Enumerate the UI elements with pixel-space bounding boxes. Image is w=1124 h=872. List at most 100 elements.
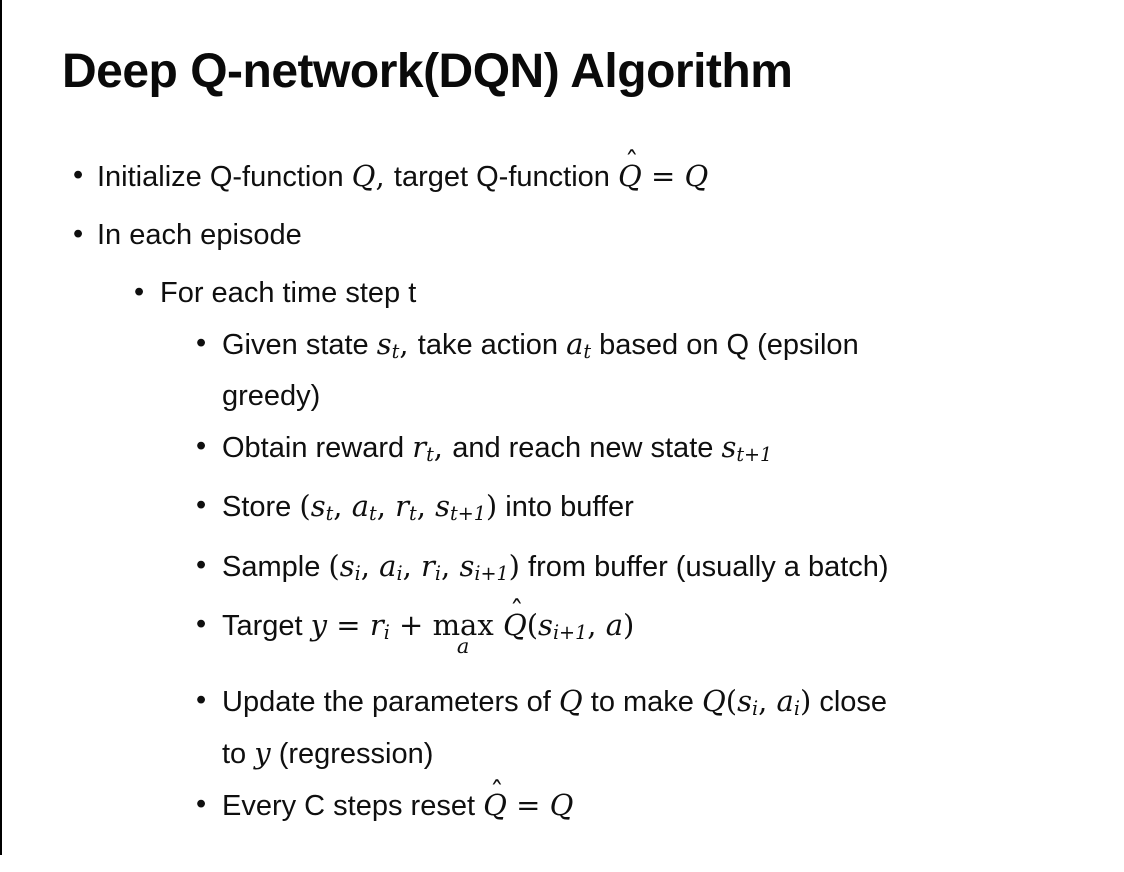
text-segment: target Q-function (393, 161, 618, 193)
hat-icon: ˆ (489, 776, 504, 809)
text-segment: from buffer (usually a batch) (520, 550, 889, 583)
text-segment: Target (222, 609, 311, 642)
text-segment: , (402, 548, 422, 583)
math-subscript: t (409, 502, 417, 526)
math-subscript: i (751, 697, 759, 721)
bullet-item: greedy) (0, 374, 1124, 418)
text-segment: to (222, 738, 255, 771)
bullet-icon: • (196, 548, 207, 581)
text-segment: Sample (222, 550, 329, 583)
math-subscript: i (793, 697, 800, 721)
text-segment: , (587, 607, 606, 642)
math-symbol: r (369, 607, 384, 642)
text-segment: , (441, 548, 460, 583)
text-segment: + (389, 607, 433, 642)
text-segment: Update the parameters of (222, 686, 559, 719)
text-segment: Q (558, 684, 583, 719)
text-segment: ( (299, 489, 311, 524)
text-segment: based on Q (epsilon (591, 329, 859, 361)
text-segment: greedy) (222, 380, 321, 413)
text-segment: Obtain reward (222, 432, 413, 465)
math-symbol: Q (617, 159, 642, 193)
text-segment: = (506, 788, 550, 823)
text-segment: In each episode (97, 219, 302, 251)
math-subscript: t (426, 443, 434, 467)
math-subscript: i+1 (552, 621, 588, 645)
text-segment: Store (222, 491, 300, 524)
text-segment: to make (582, 686, 702, 719)
math-symbol: a (776, 684, 794, 719)
math-symbol: s (376, 327, 392, 361)
text-segment (494, 608, 503, 642)
text-segment: , (333, 489, 352, 524)
bullet-item: •Obtain reward rt, and reach new state s… (0, 425, 1124, 477)
slide-edge-border (0, 0, 2, 855)
math-symbol: s (721, 430, 737, 465)
bullet-item: • In each episode (0, 213, 1124, 257)
math-symbol: Q (483, 788, 507, 823)
bullet-icon: • (196, 430, 207, 463)
math-subscript: i+1 (474, 561, 509, 585)
bullet-icon: • (196, 607, 207, 640)
hat-icon: ˆ (509, 596, 524, 629)
text-segment: , (433, 430, 453, 465)
text-segment: = (327, 607, 370, 642)
math-subscript: i (383, 621, 390, 645)
bullet-icon: • (196, 489, 207, 522)
math-subscript: i (354, 561, 361, 585)
bullet-list: • Initialize Q-function Q, target Q-funct… (0, 147, 1124, 835)
text-segment: y (310, 607, 328, 642)
text-segment: , (360, 548, 380, 583)
math-symbol: s (459, 548, 475, 583)
text-segment: Every C steps reset (222, 790, 484, 823)
math-subscript: t (583, 340, 592, 364)
text-segment: ( (328, 548, 340, 583)
text-segment: Initialize Q-function (97, 161, 352, 193)
bullet-item: •Update the parameters of Q to make Q(si… (0, 679, 1124, 731)
bullet-item: to y (regression) (0, 731, 1124, 776)
math-symbol: r (395, 489, 410, 524)
math-subscript: t+1 (736, 443, 773, 467)
text-segment: Given state (222, 329, 377, 361)
text-segment: Q (684, 159, 709, 193)
bullet-icon: • (196, 327, 207, 359)
hat-icon: ˆ (624, 147, 639, 180)
bullet-icon: • (134, 276, 145, 308)
text-segment: take action (417, 329, 567, 361)
bullet-item: •For each time step t (0, 271, 1124, 315)
text-segment: close (811, 686, 888, 719)
math-symbol: s (435, 489, 451, 524)
text-segment: , (416, 489, 436, 524)
math-symbol: s (310, 489, 326, 524)
text-segment: ) (799, 684, 812, 719)
text-segment: , (375, 159, 394, 193)
math-subscript: t (391, 340, 400, 364)
bullet-icon: • (196, 788, 207, 821)
text-segment: , (758, 684, 777, 719)
text-segment: ( (526, 607, 539, 642)
text-segment: y (254, 736, 271, 771)
page-title: Deep Q-network(DQN) Algorithm (62, 45, 793, 98)
text-segment: and reach new state (452, 432, 722, 465)
text-segment: ) (508, 548, 520, 583)
math-subscript: t (369, 502, 377, 526)
math-symbol: Q (502, 607, 527, 642)
text-segment: (regression) (270, 738, 434, 771)
text-segment: a (605, 607, 623, 642)
math-symbol: a (351, 489, 370, 524)
bullet-icon: • (73, 159, 84, 191)
text-segment: ) (622, 607, 635, 642)
math-symbol: a (566, 327, 584, 361)
bullet-item: •Store (st, at, rt, st+1) into buffer (0, 484, 1124, 536)
text-segment: into buffer (497, 491, 634, 524)
bullet-icon: • (196, 684, 207, 717)
bullet-icon: • (73, 218, 84, 250)
text-segment: ( (725, 684, 738, 719)
text-segment: , (376, 489, 396, 524)
